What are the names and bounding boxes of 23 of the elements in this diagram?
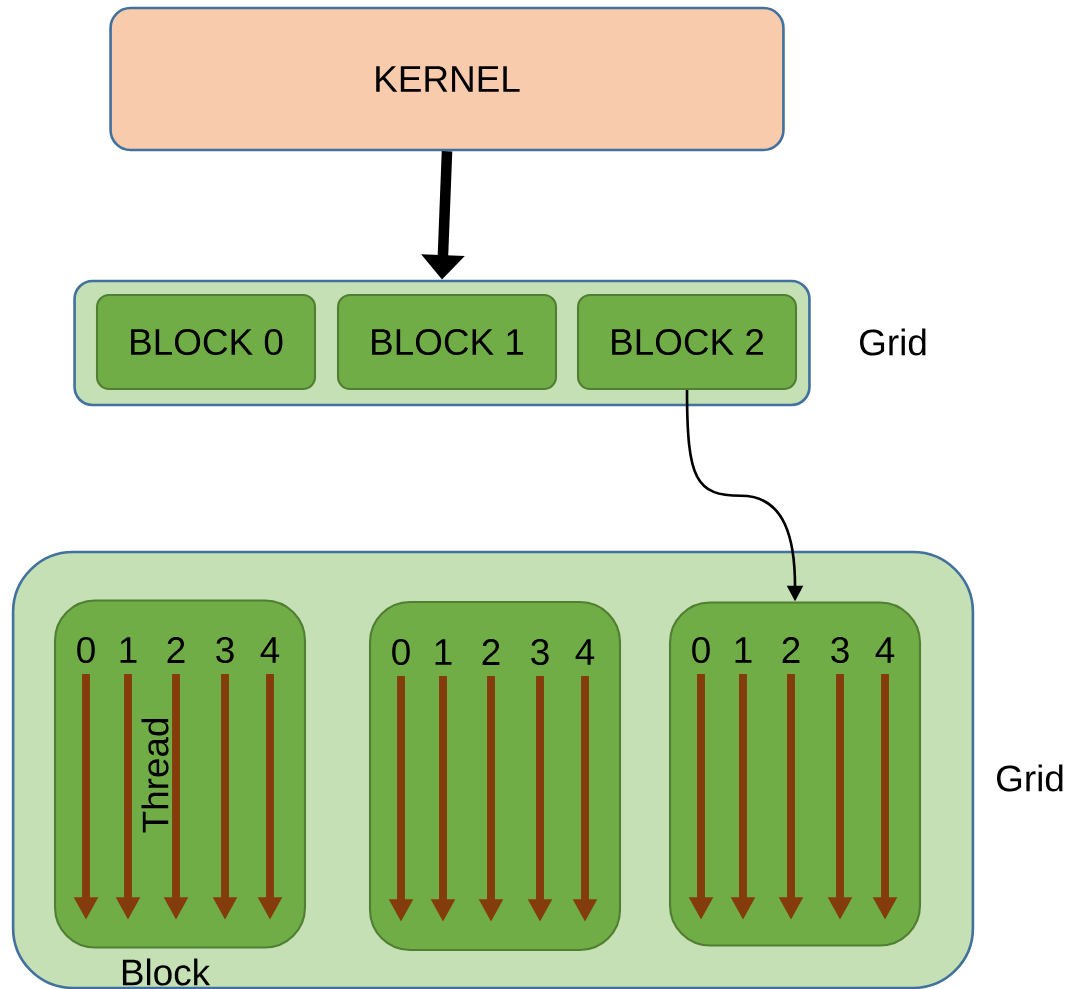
thread-number: 1 (435, 639, 452, 665)
thread-number: 2 (167, 637, 185, 663)
thread-number: 0 (692, 636, 710, 664)
block-box: BLOCK 1 (336, 293, 558, 391)
thread-number: 0 (392, 638, 410, 666)
thread-number: 0 (77, 636, 95, 664)
thread-number: 2 (782, 637, 800, 663)
thread-number: 3 (531, 638, 549, 666)
kernel-box: KERNEL (109, 6, 785, 152)
thread-number: 4 (875, 637, 895, 663)
thread-number: 1 (120, 637, 137, 663)
block-label: Block (122, 958, 211, 986)
thread-number: 4 (575, 639, 595, 665)
thread-label: Thread (141, 718, 169, 833)
thread-number: 3 (831, 636, 849, 664)
thread-number: 2 (482, 639, 500, 665)
block-box: BLOCK 0 (95, 293, 317, 391)
thread-number: 3 (216, 636, 234, 664)
thread-number: 4 (260, 637, 280, 663)
thread-number: 1 (735, 637, 752, 663)
block-box: BLOCK 2 (576, 293, 798, 391)
grid-label: Grid (860, 328, 926, 356)
grid-label: Grid (997, 764, 1063, 792)
